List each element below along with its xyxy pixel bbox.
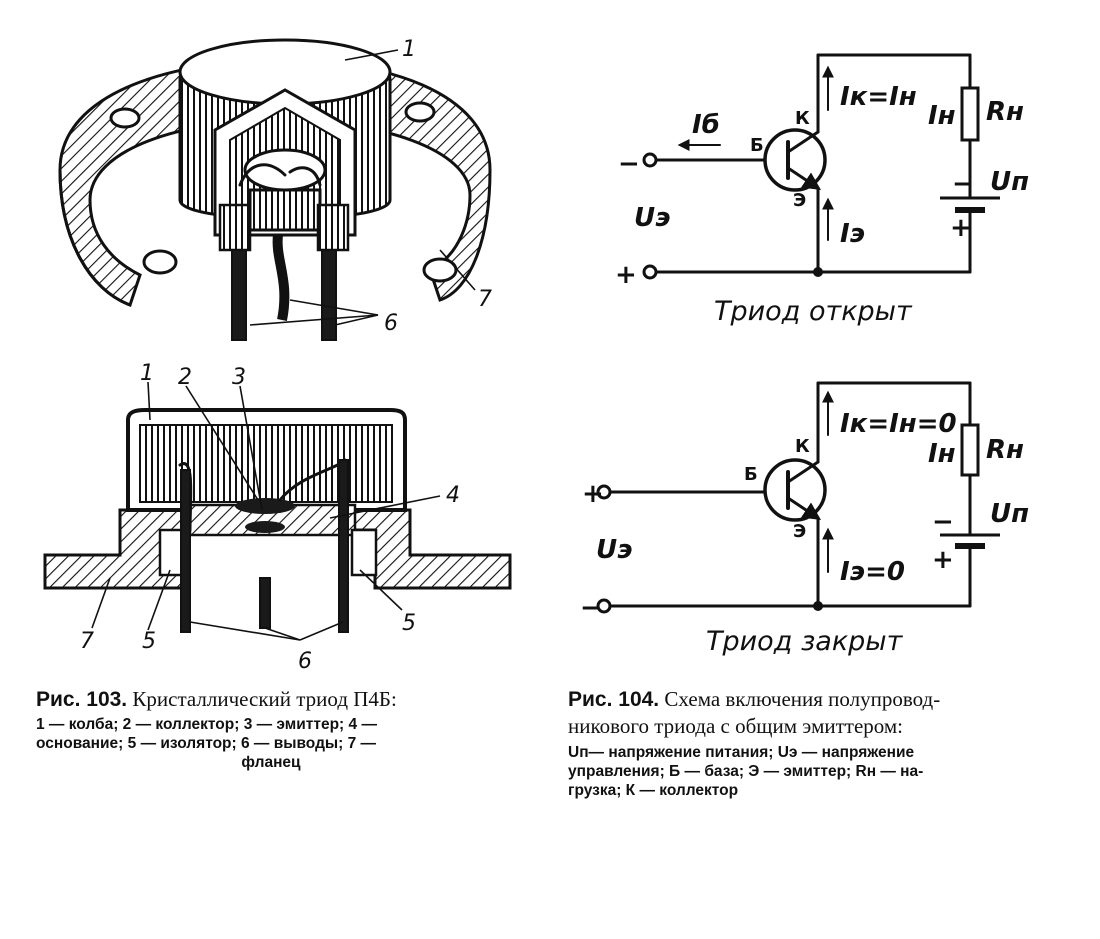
closed-battery-plus: + xyxy=(932,545,954,575)
callout-6-bottom: 6 xyxy=(298,649,312,674)
callout-7-bottom: 7 xyxy=(80,629,94,654)
closed-ik-label: Iк=Iн=0 xyxy=(840,409,957,439)
open-minus-terminal: − xyxy=(618,149,640,179)
fig104-caption-title-1: Схема включения полупровод- xyxy=(664,687,941,711)
fig103-legend-line-3: фланец xyxy=(241,754,301,771)
fig104-caption: Рис. 104. Схема включения полупровод- ни… xyxy=(568,686,1048,800)
fig103-caption-label: Рис. 103. xyxy=(36,688,128,711)
fig103-caption-title: Кристаллический триод П4Б: xyxy=(132,687,397,711)
fig103-legend-line-1: 1 — колба; 2 — коллектор; 3 — эмиттер; 4… xyxy=(36,716,377,733)
transistor-3d-drawing xyxy=(58,38,492,341)
callout-5-right: 5 xyxy=(402,611,416,636)
closed-title: Триод закрыт xyxy=(706,626,904,657)
callout-7-top: 7 xyxy=(478,287,492,312)
closed-un-label: Uп xyxy=(990,499,1029,529)
open-ik-label: Iк=Iн xyxy=(840,82,917,112)
open-title: Триод открыт xyxy=(714,296,913,327)
fig104-caption-title-2: никового триода с общим эмиттером: xyxy=(568,714,904,738)
callout-6-top: 6 xyxy=(384,311,398,336)
closed-ue-label: Uэ xyxy=(596,535,633,565)
closed-plus-terminal: + xyxy=(582,479,604,509)
open-battery-minus: − xyxy=(952,169,974,199)
closed-emitter-label: Э xyxy=(793,521,806,542)
open-ib-label: Iб xyxy=(692,110,720,140)
fig103-legend-line-2: основание; 5 — изолятор; 6 — выводы; 7 — xyxy=(36,735,377,752)
fig104-legend-line-1: Uп— напряжение питания; Uэ — напряжение xyxy=(568,744,915,761)
open-un-label: Uп xyxy=(990,167,1029,197)
open-base-label: Б xyxy=(750,135,764,156)
circuit-closed xyxy=(596,381,1000,614)
closed-ie-label: Iэ=0 xyxy=(840,557,905,587)
fig104-caption-label: Рис. 104. xyxy=(568,688,660,711)
open-ie-label: Iэ xyxy=(840,219,865,249)
open-rn-label: Rн xyxy=(986,97,1024,127)
transistor-section-drawing xyxy=(43,381,512,641)
open-emitter-label: Э xyxy=(793,190,806,211)
callout-5-left: 5 xyxy=(142,629,156,654)
callout-1-top: 1 xyxy=(402,37,416,62)
callout-1-bottom: 1 xyxy=(140,361,154,386)
fig104-legend-line-3: грузка; К — коллектор xyxy=(568,782,739,799)
fig104-legend-line-2: управления; Б — база; Э — эмиттер; Rн — … xyxy=(568,763,924,780)
closed-base-label: Б xyxy=(744,464,758,485)
closed-in-label: Iн xyxy=(928,439,956,469)
callout-2-bottom: 2 xyxy=(178,365,192,390)
closed-minus-terminal: − xyxy=(580,593,602,623)
open-ue-label: Uэ xyxy=(634,203,671,233)
circuit-open xyxy=(642,53,1000,280)
closed-collector-label: К xyxy=(795,436,810,457)
closed-rn-label: Rн xyxy=(986,435,1024,465)
fig103-caption: Рис. 103. Кристаллический триод П4Б: 1 —… xyxy=(36,686,506,772)
open-plus-terminal: + xyxy=(615,260,637,290)
open-battery-plus: + xyxy=(950,213,972,243)
open-in-label: Iн xyxy=(928,101,956,131)
open-collector-label: К xyxy=(795,108,810,129)
closed-battery-minus: − xyxy=(932,507,954,537)
callout-3-bottom: 3 xyxy=(232,365,246,390)
callout-4-bottom: 4 xyxy=(446,483,460,508)
